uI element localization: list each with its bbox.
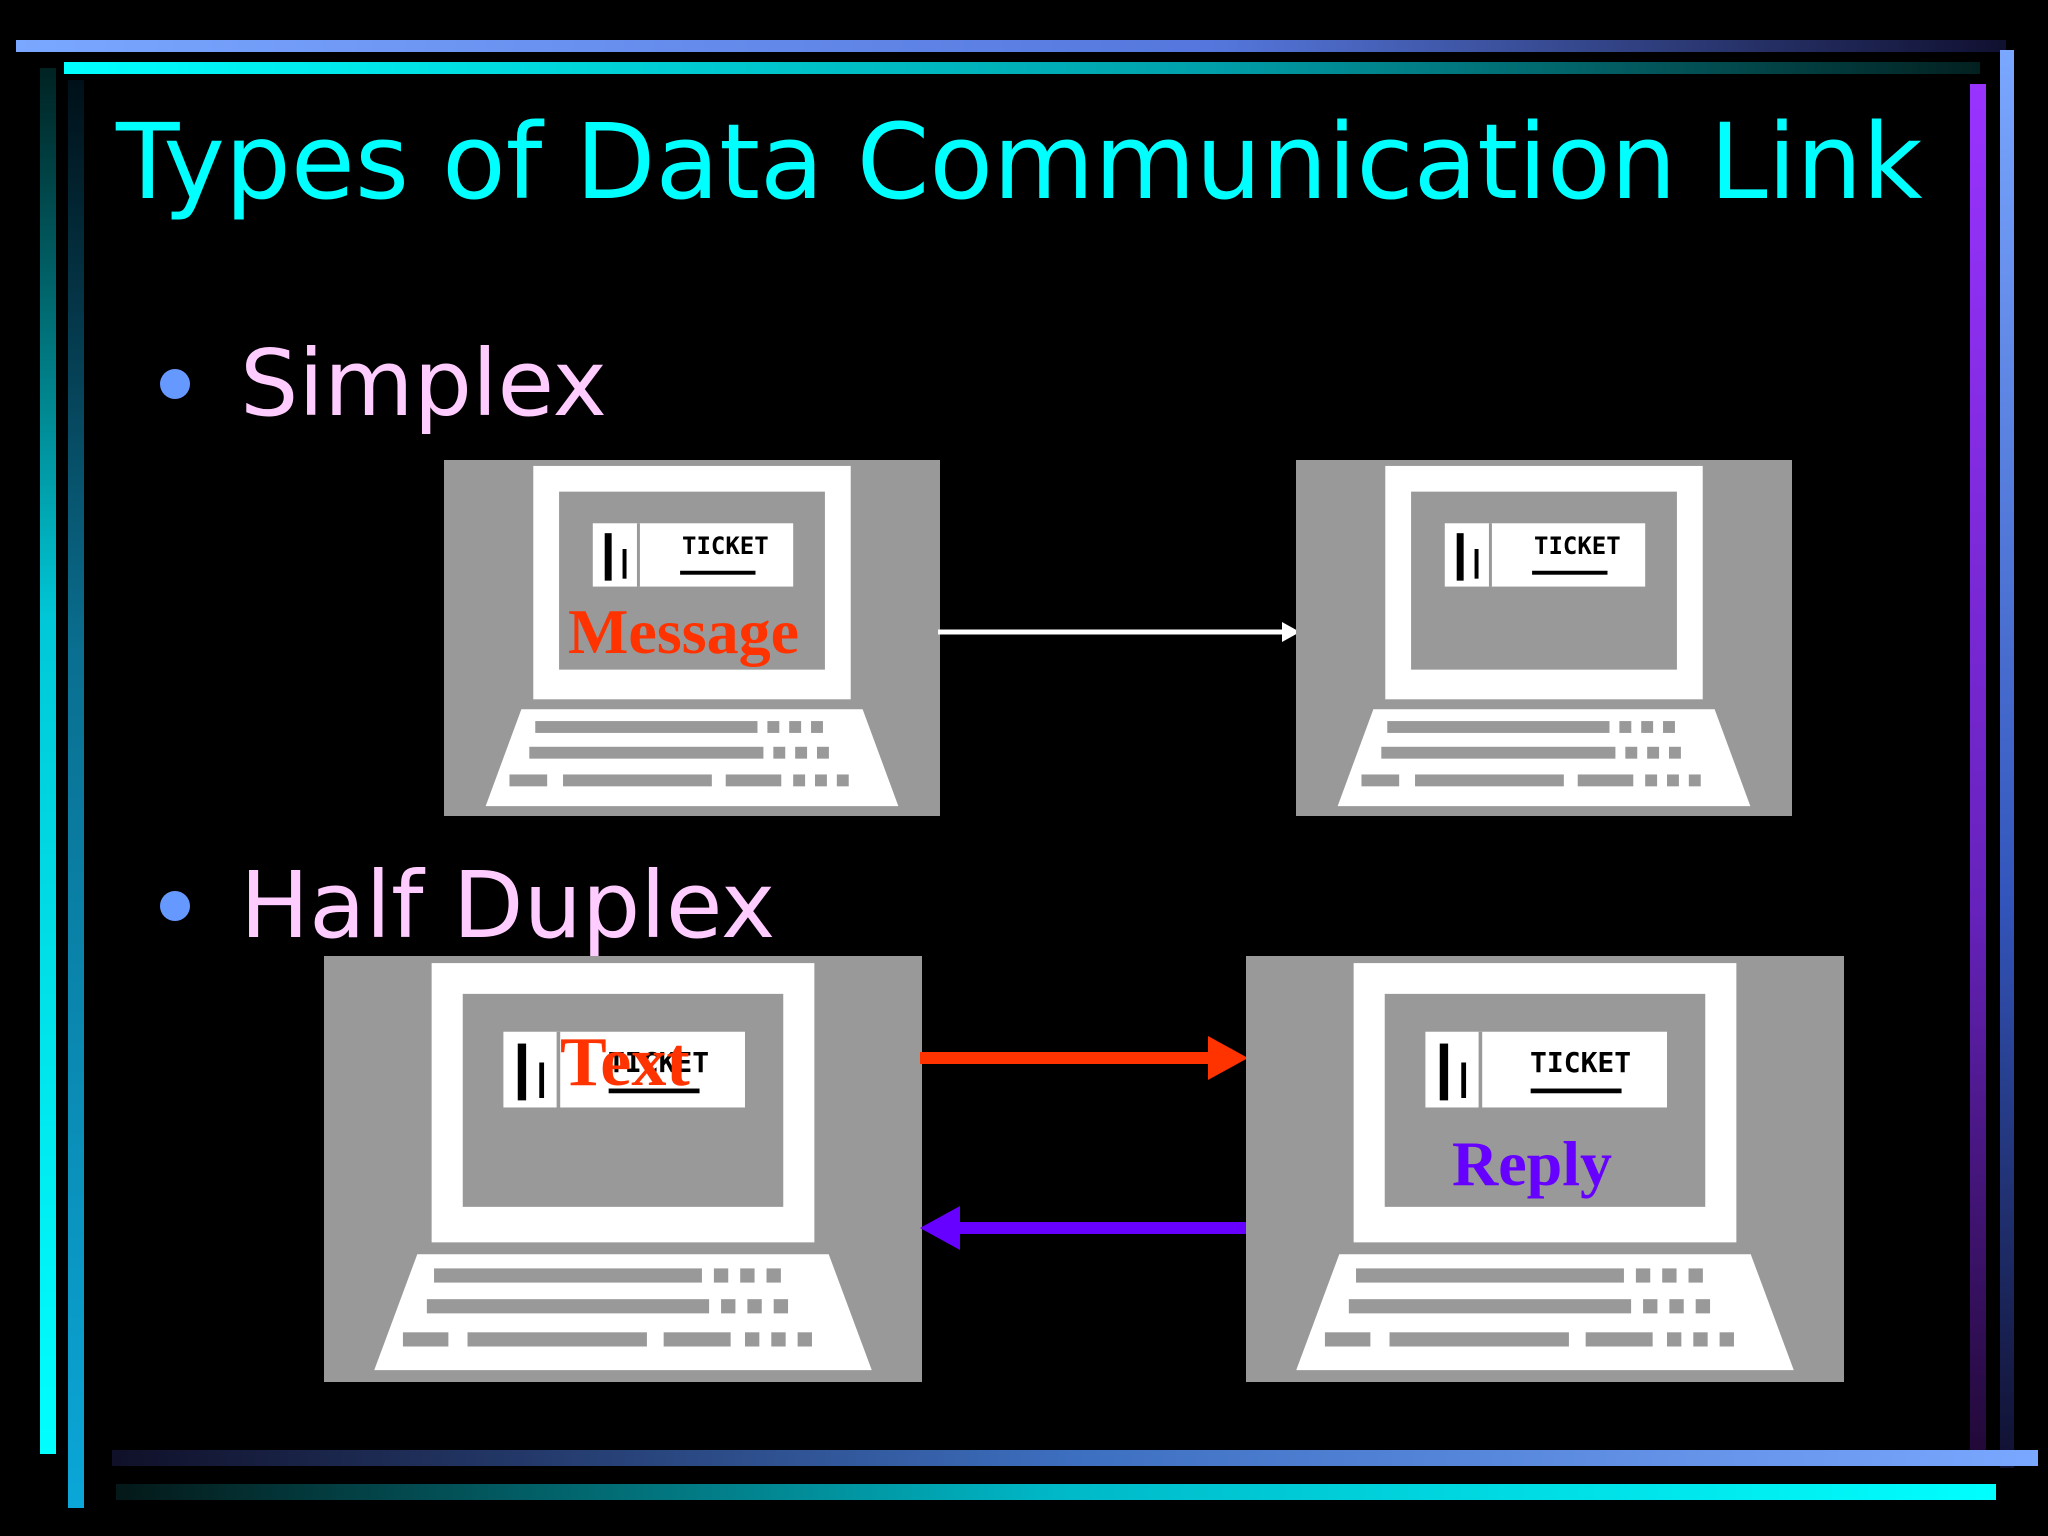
simplex-arrow-right — [938, 622, 1300, 642]
bullet-label-simplex: Simplex — [240, 330, 607, 437]
frame-right-inner — [1970, 84, 1986, 1464]
simplex-receiver-computer: TICKET — [1296, 460, 1792, 816]
slide-title: Types of Data Communication Link — [116, 101, 1923, 223]
half-duplex-arrow-left — [920, 1206, 1248, 1250]
computer-icon — [324, 956, 922, 1382]
simplex-sender-computer: TICKET Message — [444, 460, 940, 816]
ticket-text: TICKET — [1534, 532, 1621, 560]
computer-icon — [1296, 460, 1792, 816]
bullet-dot — [160, 891, 190, 921]
half-duplex-right-computer: TICKET Reply — [1246, 956, 1844, 1382]
bullet-dot — [160, 369, 190, 399]
half-duplex-arrow-right — [920, 1036, 1248, 1080]
frame-left-inner — [68, 80, 84, 1508]
frame-left-outer — [40, 68, 56, 1454]
bullet-half-duplex: Half Duplex — [160, 860, 775, 952]
frame-top-outer — [16, 40, 2006, 52]
half-duplex-left-computer: TICKET Text — [324, 956, 922, 1382]
bullet-simplex: Simplex — [160, 338, 607, 430]
ticket-text: TICKET — [1530, 1046, 1632, 1079]
frame-right-outer — [2000, 50, 2014, 1468]
message-label: Message — [568, 596, 800, 667]
frame-bottom-inner — [116, 1484, 1996, 1500]
ticket-text: TICKET — [682, 532, 769, 560]
bullet-label-half-duplex: Half Duplex — [240, 852, 776, 959]
text-label: Text — [560, 1024, 690, 1101]
ticket-text: TICKET — [608, 1046, 710, 1079]
frame-bottom-outer — [112, 1450, 2038, 1466]
frame-top-inner — [64, 62, 1980, 74]
reply-label: Reply — [1452, 1128, 1612, 1199]
